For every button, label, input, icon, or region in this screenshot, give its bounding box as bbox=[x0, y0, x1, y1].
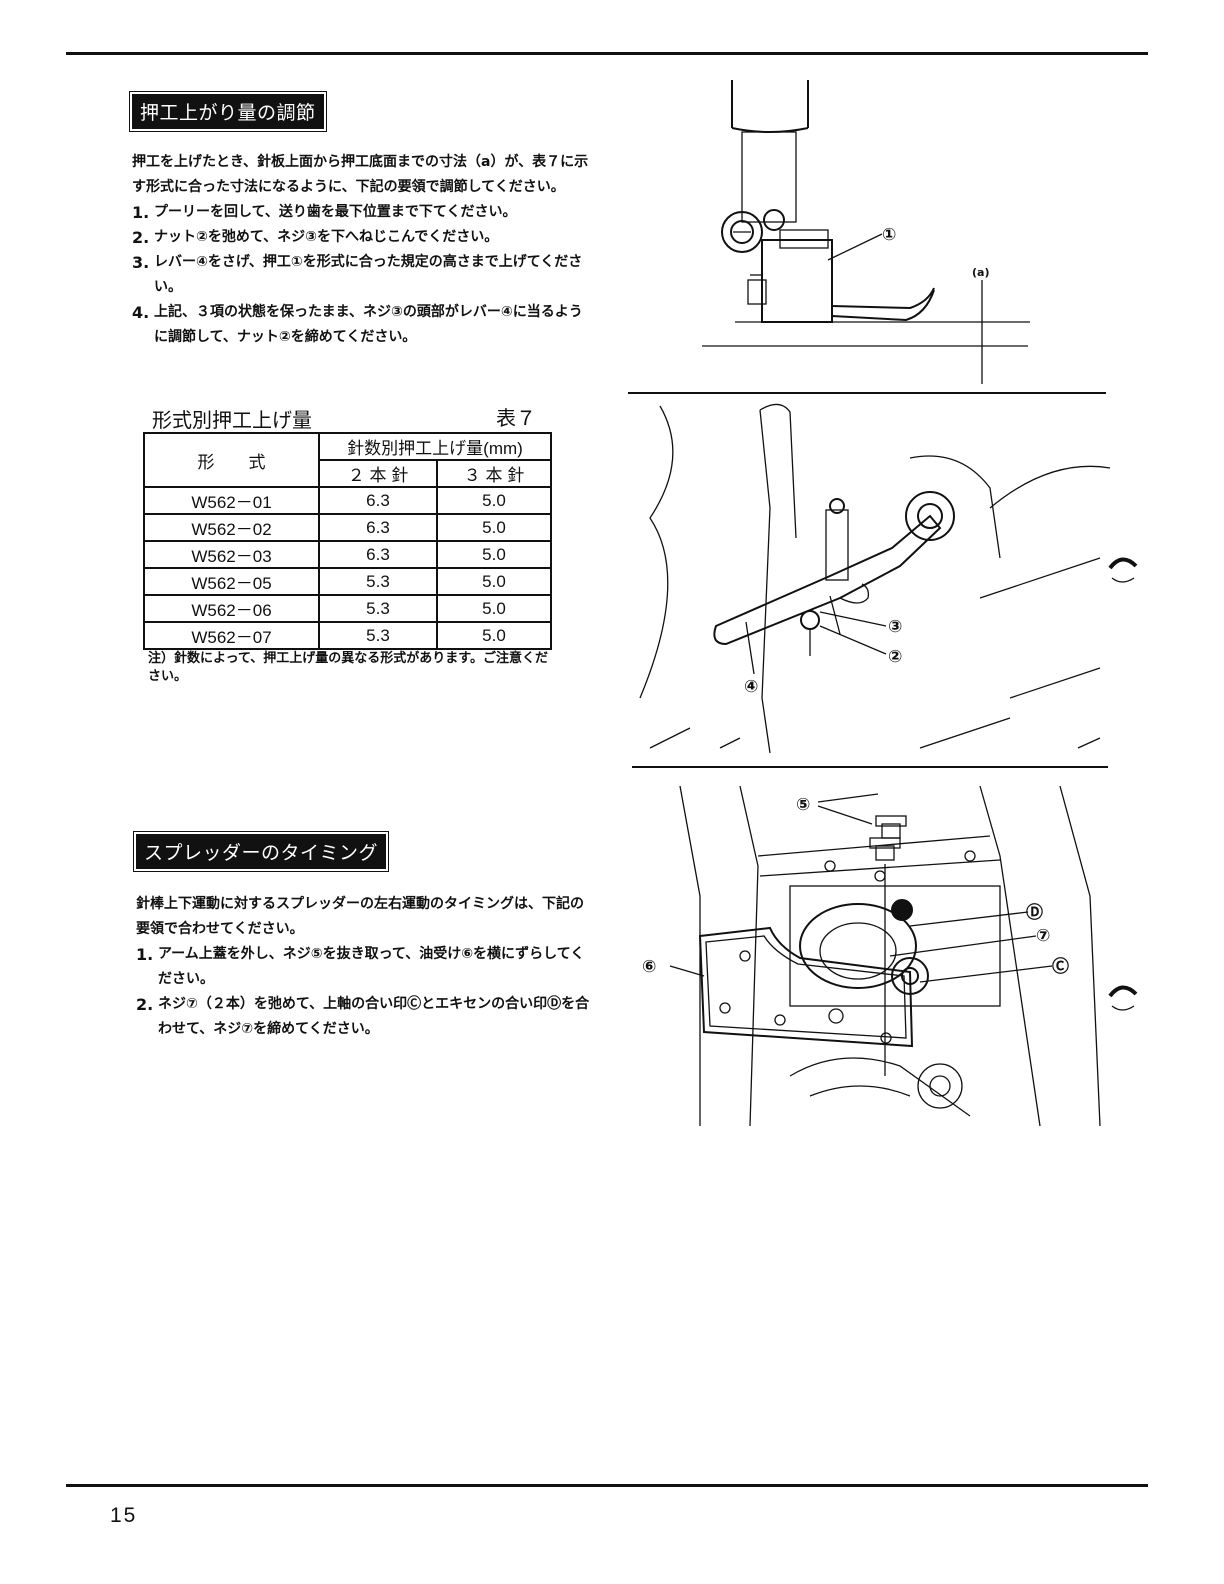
binder-hole-mark-top bbox=[1108, 557, 1138, 583]
table-header-3needle: ３ 本 針 bbox=[436, 459, 552, 488]
section1-step-1: 1.プーリーを回して、送り歯を最下位置まで下てください。 bbox=[132, 203, 517, 222]
table-note: 注）針数によって、押工上げ量の異なる形式があります。ご注意ください。 bbox=[148, 651, 549, 684]
section1-step-2: 2.ナット②を弛めて、ネジ③を下へねじこんでください。 bbox=[132, 228, 499, 247]
table-header-group: 針数別押工上げ量(mm) bbox=[318, 432, 552, 461]
section1-body: 押工を上げたとき、針板上面から押工底面までの寸法（a）が、表７に示す形式に合った… bbox=[132, 150, 592, 350]
label-1: ① bbox=[882, 225, 896, 245]
top-rule bbox=[66, 52, 1148, 55]
section2-heading: スプレッダーのタイミング bbox=[132, 831, 390, 872]
figure-divider-1 bbox=[628, 392, 1106, 394]
spreader-timing-diagram: ⑤ ⑥ Ⓓ ⑦ Ⓒ bbox=[642, 785, 1101, 1127]
presser-foot-diagram: ① (a) bbox=[702, 80, 1030, 384]
page-number: 15 bbox=[110, 1504, 138, 1527]
section1-step-3: 3.レバー④をさげ、押工①を形式に合った規定の高さまで上げてください。 bbox=[132, 253, 583, 295]
label-5: ⑤ bbox=[796, 795, 810, 815]
figure-divider-2 bbox=[632, 766, 1108, 768]
label-2: ② bbox=[888, 647, 902, 667]
section1-step-4: 4.上記、３項の状態を保ったまま、ネジ③の頭部がレバー④に当るように調節して、ナ… bbox=[132, 303, 583, 345]
table-title: 形式別押工上げ量 bbox=[152, 408, 312, 432]
label-D: Ⓓ bbox=[1026, 902, 1043, 923]
section2-body: 針棒上下運動に対するスプレッダーの左右運動のタイミングは、下記の要領で合わせてく… bbox=[136, 892, 592, 1042]
label-6: ⑥ bbox=[642, 957, 656, 977]
lever-adjust-diagram: ③ ② ④ bbox=[639, 403, 1111, 754]
section1-intro: 押工を上げたとき、針板上面から押工底面までの寸法（a）が、表７に示す形式に合った… bbox=[132, 154, 589, 195]
bottom-rule bbox=[66, 1484, 1148, 1487]
table-number: 表７ bbox=[496, 406, 536, 430]
section1-heading: 押工上がり量の調節 bbox=[129, 91, 327, 132]
table-header-2needle: ２ 本 針 bbox=[318, 459, 438, 488]
label-3: ③ bbox=[888, 617, 902, 637]
section2-step-2: 2.ネジ⑦（２本）を弛めて、上軸の合い印Ⓒとエキセンの合い印Ⓓを合わせて、ネジ⑦… bbox=[136, 995, 590, 1037]
label-4: ④ bbox=[744, 677, 758, 697]
table-header-model: 形 式 bbox=[143, 432, 320, 488]
section2-step-1: 1.アーム上蓋を外し、ネジ⑤を抜き取って、油受け⑥を横にずらしてください。 bbox=[136, 945, 585, 987]
label-C: Ⓒ bbox=[1052, 956, 1069, 977]
section2-intro: 針棒上下運動に対するスプレッダーの左右運動のタイミングは、下記の要領で合わせてく… bbox=[136, 896, 584, 937]
label-a: (a) bbox=[972, 266, 989, 279]
binder-hole-mark-bottom bbox=[1108, 985, 1138, 1011]
label-7: ⑦ bbox=[1036, 926, 1050, 946]
